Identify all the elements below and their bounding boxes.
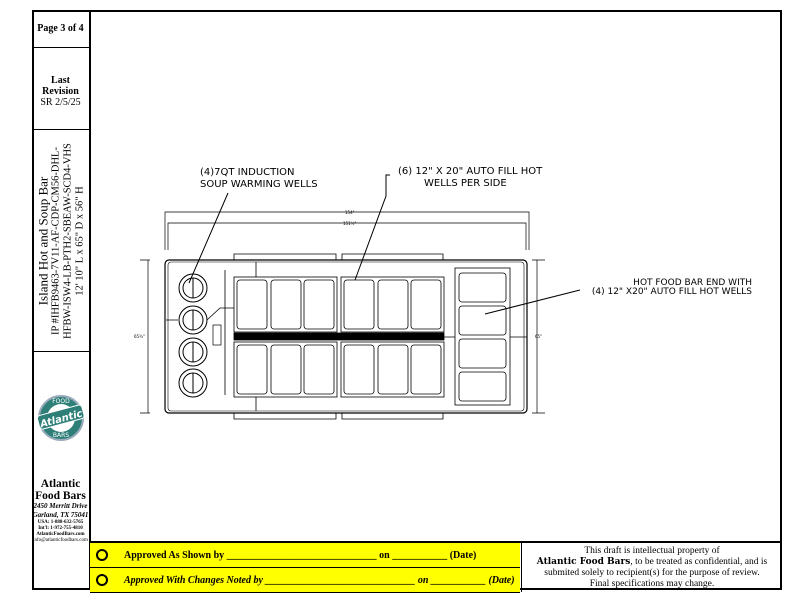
- dim-right: 65": [535, 334, 542, 339]
- callout-end-2: (4) 12" X20" AUTO FILL HOT WELLS: [592, 287, 752, 297]
- website-link[interactable]: AtlanticFoodBars.com: [36, 532, 85, 537]
- address-line1: 2450 Merritt Drive: [33, 502, 88, 510]
- soup-wells: [178, 273, 208, 398]
- phone-intl: Int'l: 1-972-755-4810: [38, 526, 83, 531]
- approval-strip: Approved As Shown by ___________________…: [90, 541, 782, 593]
- legal-company: Atlantic Food Bars: [536, 557, 631, 567]
- revision-value: SR 2/5/25: [40, 97, 81, 108]
- title-block-sidebar: Page 3 of 4 Last Revision SR 2/5/25 Isla…: [32, 10, 91, 590]
- company-block: Atlantic Food Bars 2450 Merritt Drive Ga…: [32, 472, 89, 543]
- address-line2: Garland, TX 75041: [32, 511, 89, 519]
- confidentiality-notice: This draft is intellectual property of A…: [521, 543, 782, 592]
- legal-line1: This draft is intellectual property of: [584, 546, 720, 556]
- page-number: Page 3 of 4: [32, 10, 89, 48]
- dim-inner: 151½": [343, 221, 357, 226]
- revision-block: Last Revision SR 2/5/25: [32, 48, 89, 130]
- radio-circle-icon[interactable]: [96, 549, 108, 561]
- approved-with-changes-option[interactable]: Approved With Changes Noted by _________…: [90, 568, 520, 593]
- approved-as-shown-label: Approved As Shown by ___________________…: [124, 549, 477, 561]
- logo: Atlantic FOOD BARS: [32, 352, 89, 470]
- phone-usa: USA: 1-888-632-5765: [37, 520, 84, 525]
- approved-as-shown-option[interactable]: Approved As Shown by ___________________…: [90, 543, 520, 568]
- legal-line2: , to be treated as confidential, and is: [630, 557, 768, 567]
- leader-lines: [188, 174, 581, 315]
- svg-text:FOOD: FOOD: [52, 398, 70, 405]
- svg-text:BARS: BARS: [53, 432, 69, 439]
- revision-label: Last Revision: [42, 75, 79, 97]
- company-name: Atlantic Food Bars: [35, 478, 86, 502]
- dimension-lines: [164, 211, 530, 250]
- callout-end-1: HOT FOOD BAR END WITH: [633, 278, 752, 288]
- hot-wells: [233, 276, 445, 398]
- counter-top: [164, 259, 528, 414]
- floor-plan-drawing: (4)7QT INDUCTION SOUP WARMING WELLS (6) …: [134, 166, 752, 420]
- legal-line4: Final specifications may change.: [589, 579, 715, 589]
- product-block: Island Hot and Soup Bar IP #IHFB9463-7V1…: [32, 130, 89, 352]
- callout-wells-1: (6) 12" X 20" AUTO FILL HOT: [398, 166, 543, 177]
- email-link[interactable]: info@atlanticfoodbars.com: [33, 538, 88, 543]
- radio-circle-icon[interactable]: [96, 574, 108, 586]
- callout-soup-1: (4)7QT INDUCTION: [200, 167, 295, 178]
- dim-overall: 154": [345, 210, 355, 215]
- callout-soup-2: SOUP WARMING WELLS: [200, 179, 318, 190]
- end-wells: [444, 267, 527, 406]
- approved-with-changes-label: Approved With Changes Noted by _________…: [124, 574, 515, 586]
- callout-wells-2: WELLS PER SIDE: [424, 178, 507, 189]
- legal-line3: submited solely to recipient(s) for the …: [544, 568, 760, 578]
- dim-left: 65¾": [134, 334, 145, 339]
